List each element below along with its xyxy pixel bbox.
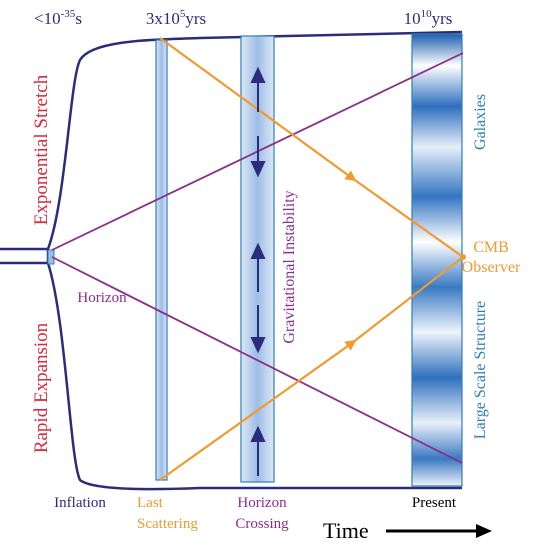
present-label: Present [412,495,457,511]
present-band [411,33,463,487]
time-label: Time [323,518,369,543]
horizon-crossing-label-1: Horizon [237,495,287,511]
last-scattering-time-label: 3x105yrs [146,8,206,28]
large-scale-structure-label: Large Scale Structure [472,301,489,439]
cmb-light-rays [159,37,464,481]
inflation-time-label: <10-35s [34,8,82,28]
rapid-expansion-label: Rapid Expansion [31,322,52,453]
gravitational-instability-label: Gravitational Instability [281,190,298,343]
observer-label: Observer [462,259,521,276]
horizon-crossing-label-2: Crossing [235,516,289,532]
last-scattering-label-2: Scattering [137,516,198,532]
galaxies-label: Galaxies [472,94,489,150]
cmb-label: CMB [473,239,509,256]
present-time-label: 1010yrs [404,8,453,28]
instability-arrows [250,66,266,476]
time-arrow [386,524,492,538]
inflation-label: Inflation [54,495,106,511]
last-scattering-band [155,39,168,481]
observer-point [460,254,466,260]
exponential-stretch-label: Exponential Stretch [31,74,52,225]
universe-outline [0,30,463,491]
horizon-label: Horizon [77,290,127,306]
last-scattering-label-1: Last [137,495,164,511]
